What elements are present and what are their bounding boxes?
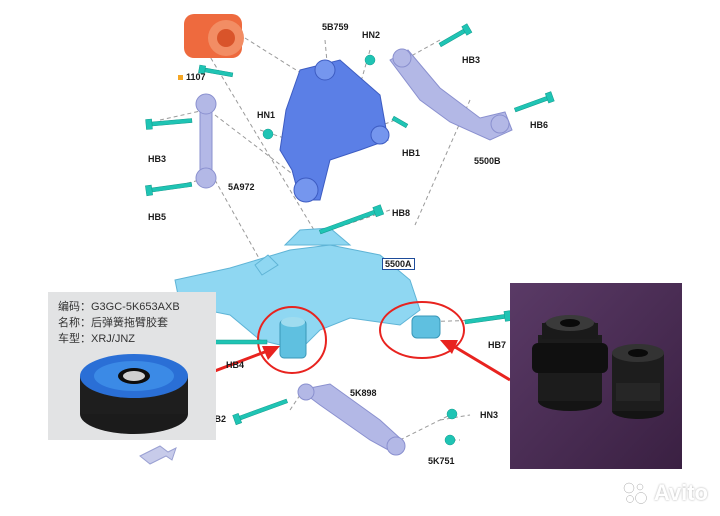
part-label-hn2: HN2 xyxy=(362,30,381,40)
part-label-hb1: HB1 xyxy=(402,148,421,158)
marker-square xyxy=(178,75,183,81)
bushing-photo-single xyxy=(80,354,188,434)
upper-arm-5500b xyxy=(389,48,513,141)
knuckle-part xyxy=(279,59,390,203)
part-label-1107-text: 1107 xyxy=(186,72,206,82)
part-label-hb3-top: HB3 xyxy=(462,55,481,65)
lower-arm-5k898 xyxy=(297,383,406,456)
part-label-5k898: 5K898 xyxy=(350,388,377,398)
part-label-hb4: HB4 xyxy=(226,360,245,370)
bolts xyxy=(145,23,555,446)
bushing-photo-pair xyxy=(510,283,682,469)
vehicle-model: 车型：XRJ/JNZ xyxy=(58,333,135,345)
part-label-hb3-left: HB3 xyxy=(148,154,167,164)
bushing-pair-illustration xyxy=(510,283,682,469)
part-label-hn3: HN3 xyxy=(480,410,499,420)
part-code: 编码：G3GC-5K653AXB xyxy=(58,301,180,313)
part-label-hb5: HB5 xyxy=(148,212,167,222)
avito-logo-icon xyxy=(623,482,647,504)
bushing-left-diagram xyxy=(279,317,307,359)
avito-watermark: Avito xyxy=(622,480,708,506)
subframe-5500a xyxy=(174,227,421,351)
link-5a972 xyxy=(195,93,217,189)
part-label-5500a: 5500A xyxy=(382,258,415,270)
front-arrow xyxy=(139,445,177,465)
part-label-1107: 1107 xyxy=(178,72,206,82)
red-arrows xyxy=(169,340,511,390)
bushing-right-diagram xyxy=(411,315,441,339)
part-label-5b759: 5B759 xyxy=(322,22,349,32)
avito-wordmark: Avito xyxy=(653,480,708,505)
part-label-5k751: 5K751 xyxy=(428,456,455,466)
part-label-hb6: HB6 xyxy=(530,120,549,130)
part-info-box: 编码：G3GC-5K653AXB 名称：后弹簧拖臂胶套 车型：XRJ/JNZ xyxy=(48,292,216,440)
part-label-hb2: HB2 xyxy=(208,414,227,424)
part-label-5a972: 5A972 xyxy=(228,182,255,192)
part-label-hb7: HB7 xyxy=(488,340,507,350)
part-name: 名称：后弹簧拖臂胶套 xyxy=(58,317,168,329)
part-label-hn1: HN1 xyxy=(257,110,276,120)
motor-part xyxy=(184,14,244,58)
part-label-5500b: 5500B xyxy=(474,156,501,166)
part-label-hb8: HB8 xyxy=(392,208,411,218)
